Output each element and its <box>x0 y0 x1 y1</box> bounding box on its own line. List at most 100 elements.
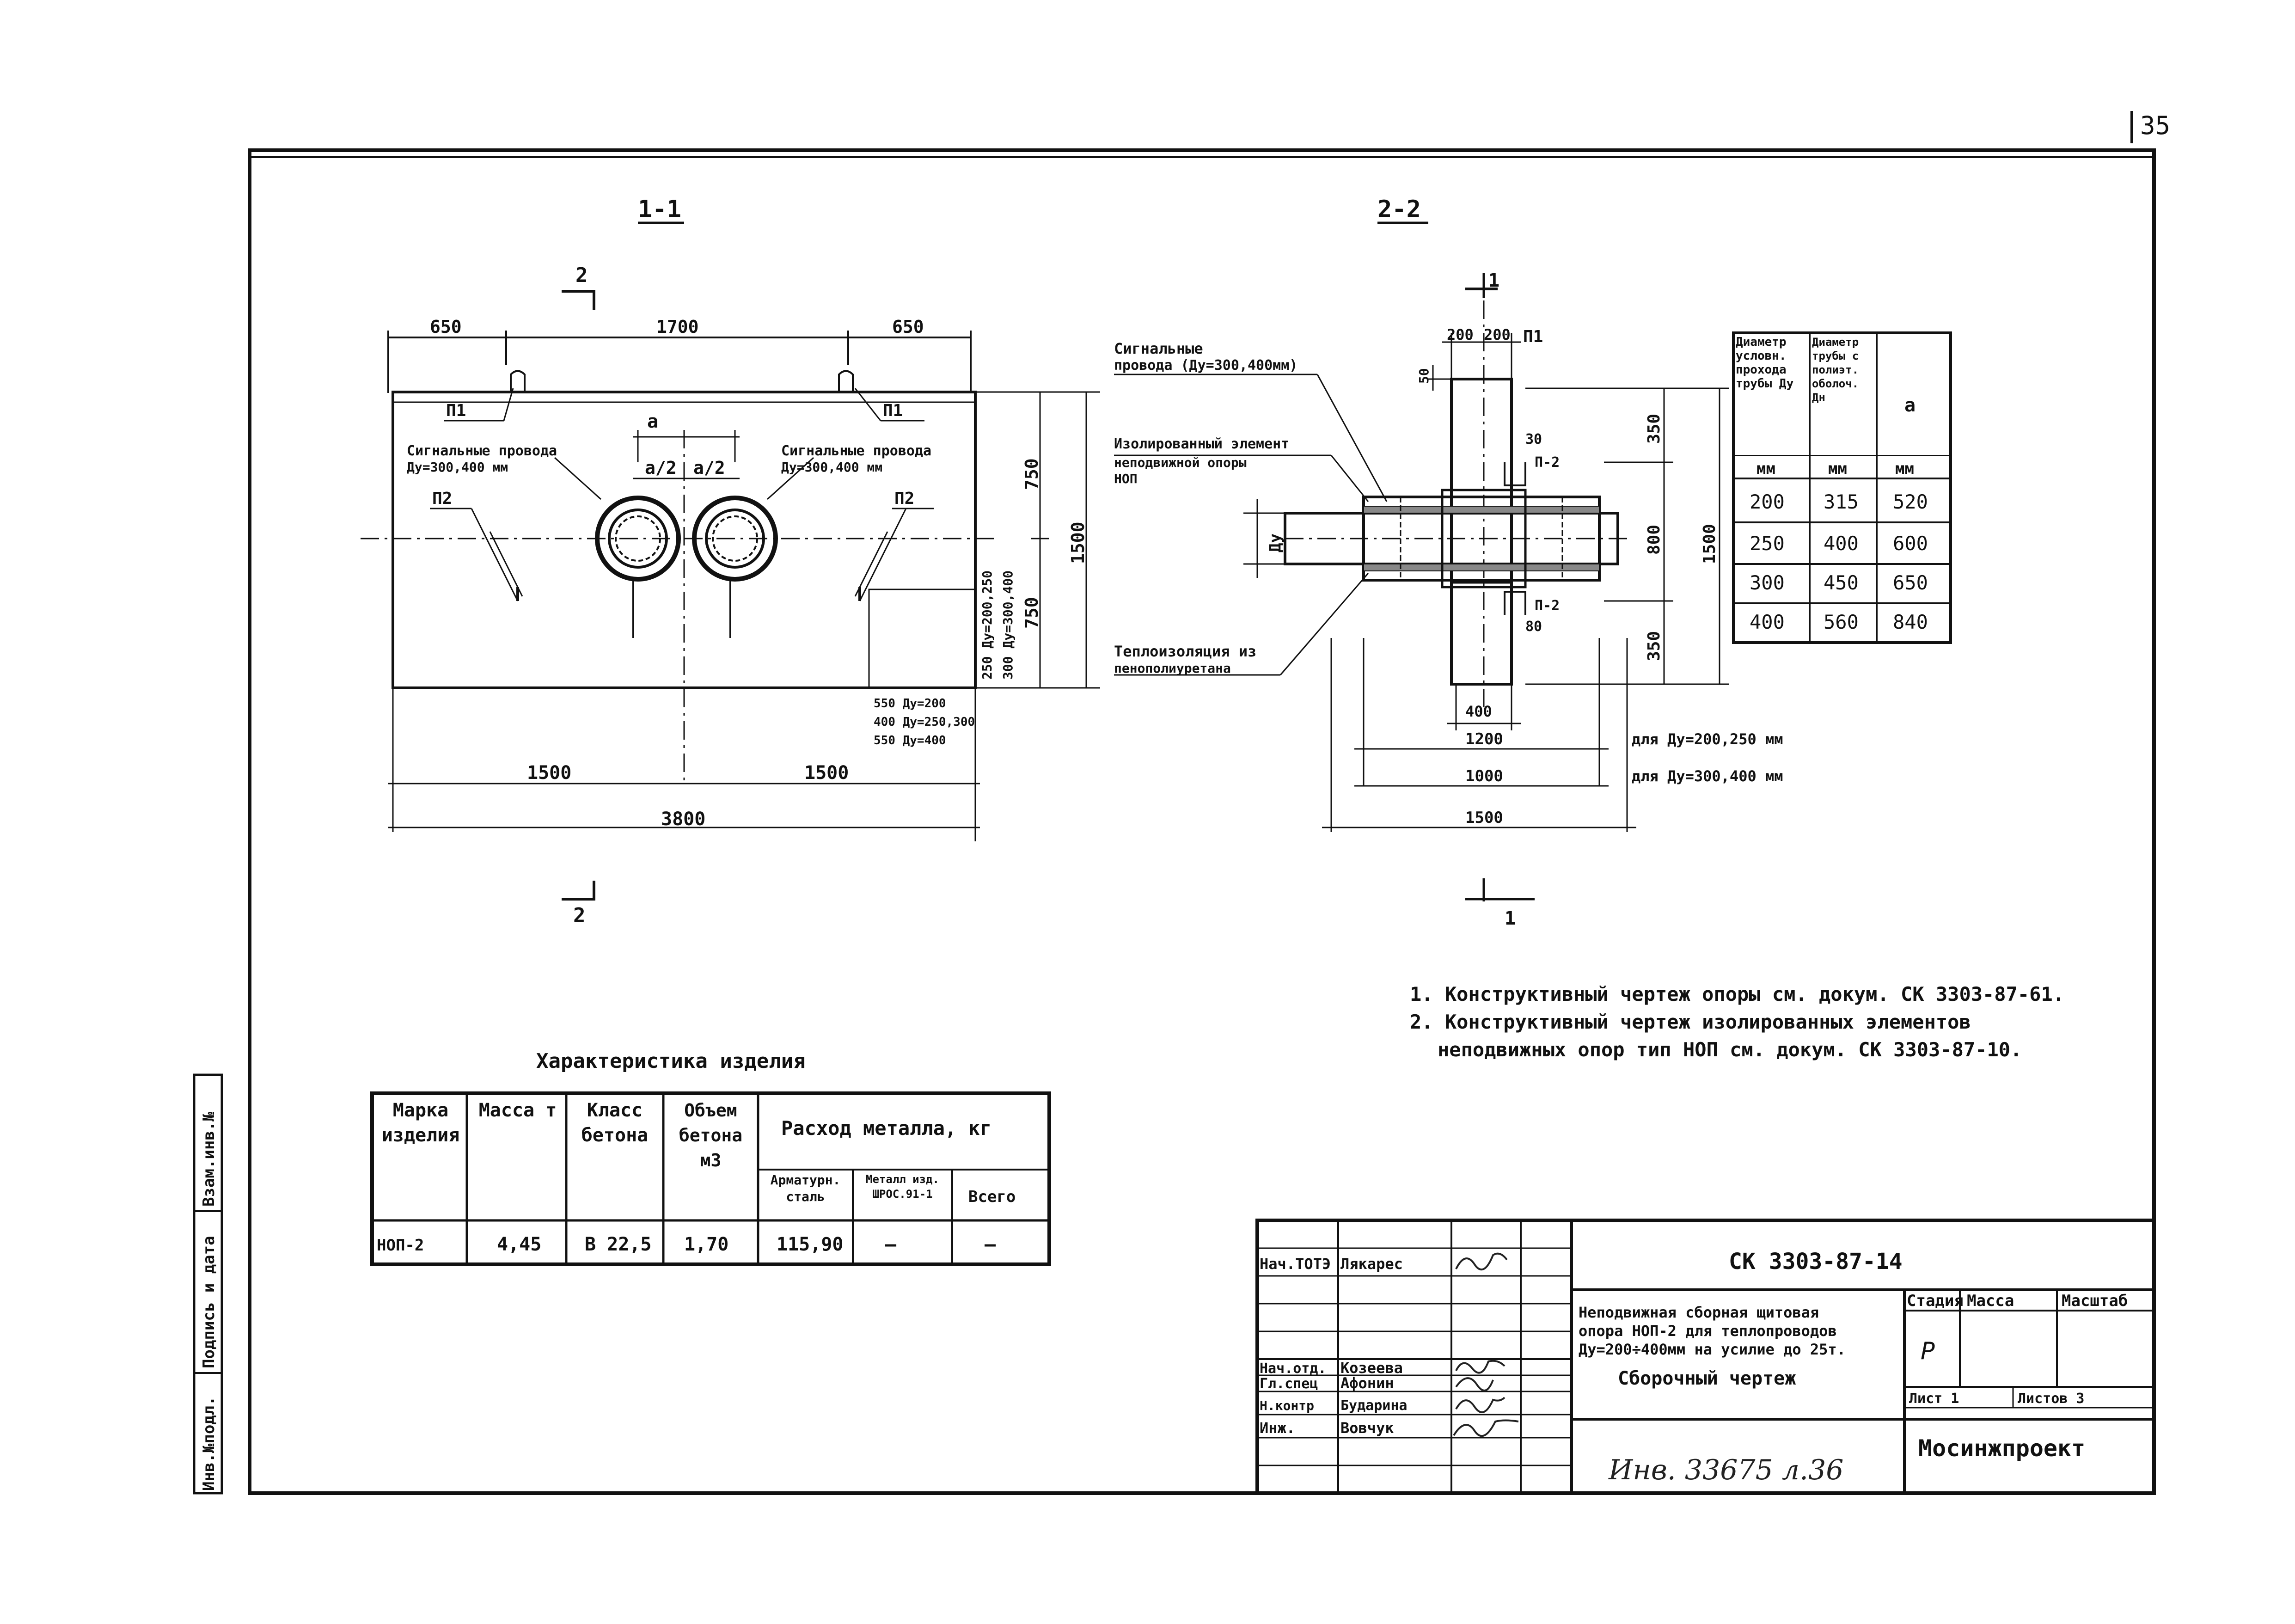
side-dim-2: 300 Ду=300,400 <box>1000 570 1016 680</box>
dim-1500-h: 1500 <box>1465 809 1503 827</box>
dim-350-top: 350 <box>1645 414 1664 444</box>
callout-element-2: неподвижной опоры <box>1114 455 1247 470</box>
sig-role: Гл.спец <box>1260 1376 1318 1392</box>
dim-800: 800 <box>1645 525 1664 555</box>
spec-header-metal: Расход металла, кг <box>781 1117 991 1140</box>
cut-mark-bottom: 2 <box>573 904 586 927</box>
spec-title: Характеристика изделия <box>536 1049 806 1073</box>
pipe-header-a: a <box>1904 395 1916 416</box>
dim-a: a <box>647 411 658 432</box>
desc-line-2: опора НОП-2 для теплопроводов <box>1579 1322 1837 1340</box>
pipe-cell: 300 <box>1750 571 1785 594</box>
sig-role: Нач.ТОТЭ <box>1260 1255 1331 1273</box>
dim-bottom-left: 1500 <box>527 762 571 784</box>
label-p1-left: П1 <box>446 401 466 420</box>
pipe-cell: 520 <box>1893 490 1928 513</box>
dim-80: 80 <box>1525 619 1542 635</box>
scale-header: Масштаб <box>2062 1292 2128 1310</box>
stamp-vzam: Взам.инв.№ <box>200 1112 218 1207</box>
label-p2-top: П-2 <box>1535 454 1560 471</box>
note-2: 2. Конструктивный чертеж изолированных э… <box>1410 1011 1971 1033</box>
sig-name: Козеева <box>1340 1359 1403 1377</box>
cut-mark-2-bottom: 1 <box>1505 908 1516 929</box>
spec-header-volume: Объем бетона м3 <box>679 1100 743 1171</box>
callout-wires-2: провода (Ду=300,400мм) <box>1114 357 1297 374</box>
small-dim-1: 550 Ду=200 <box>874 697 946 711</box>
dim-50: 50 <box>1416 368 1432 384</box>
spec-cell-mass: 4,45 <box>497 1234 541 1255</box>
drawing-type: Сборочный чертеж <box>1618 1368 1796 1389</box>
dim-top-left: 650 <box>430 317 462 337</box>
sheet-label: Лист 1 <box>1909 1391 1959 1407</box>
dim-top-right: 650 <box>892 317 924 337</box>
callout-element-1: Изолированный элемент <box>1114 436 1289 452</box>
sig-role: Н.контр <box>1260 1398 1314 1413</box>
section-2-2-title: 2-2 <box>1377 196 1421 223</box>
sig-name: Бударина <box>1340 1397 1408 1414</box>
mass-header: Масса <box>1967 1292 2014 1310</box>
callout-wires-1: Сигнальные <box>1114 340 1203 357</box>
unit-a: мм <box>1895 460 1914 478</box>
dim-right-750-top: 750 <box>1022 458 1042 490</box>
dim-right-1500: 1500 <box>1068 521 1088 564</box>
stage-value: Р <box>1921 1337 1935 1365</box>
organization: Мосинжпроект <box>1918 1435 2085 1462</box>
note-1: 1. Конструктивный чертеж опоры см. докум… <box>1410 983 2064 1005</box>
label-p2-right: П2 <box>894 489 914 508</box>
pipe-cell: 200 <box>1750 490 1785 513</box>
spec-header-mass: Масса т <box>478 1100 557 1121</box>
dim-350-bottom: 350 <box>1645 631 1664 661</box>
stamp-inv-podl: Инв.№подл. <box>200 1396 218 1491</box>
label-p1-2: П1 <box>1523 327 1543 346</box>
pipe-cell: 400 <box>1750 611 1785 633</box>
title-block: СК 3303-87-14 Неподвижная сборная щитова… <box>1255 1219 2156 1495</box>
sig-name: Лякарес <box>1340 1255 1403 1273</box>
wires-right-1: Сигнальные провода <box>781 443 931 459</box>
unit-dn: мм <box>1828 460 1847 478</box>
inventory-number: Инв. 33675 л.36 <box>1608 1454 1843 1486</box>
notes: 1. Конструктивный чертеж опоры см. докум… <box>1410 983 2064 1061</box>
section-1-1-title: 1-1 <box>638 196 681 223</box>
dim-1000: 1000 <box>1465 767 1503 785</box>
sig-role: Инж. <box>1260 1419 1295 1437</box>
unit-du: мм <box>1756 460 1775 478</box>
sheets-label: Листов 3 <box>2018 1391 2085 1407</box>
dim-a2-right: a/2 <box>693 458 725 478</box>
section-1-1: 1-1 2 650 1700 650 a a/2 <box>361 196 1100 927</box>
pipe-cell: 250 <box>1750 532 1785 555</box>
label-du: Ду <box>1266 533 1285 552</box>
pipe-table: Диаметр условн. прохода трубы Ду Диаметр… <box>1732 331 1952 644</box>
small-dim-2: 400 Ду=250,300 <box>874 715 975 729</box>
pipe-cell: 450 <box>1824 571 1859 594</box>
pipe-header-dn: Диаметр трубы с полиэт. оболоч. Дн <box>1812 336 1859 404</box>
label-p2-left: П2 <box>432 489 452 508</box>
dim-bottom-total: 3800 <box>661 809 705 830</box>
dim-1500-v: 1500 <box>1700 524 1719 564</box>
callout-insulation-2: пенополиуретана <box>1114 661 1231 676</box>
pipe-cell: 840 <box>1893 611 1928 633</box>
spec-cell-class: В 22,5 <box>585 1234 652 1255</box>
small-dim-3: 550 Ду=400 <box>874 734 946 748</box>
pipe-cell: 600 <box>1893 532 1928 555</box>
note-1000: для Ду=300,400 мм <box>1632 767 1783 785</box>
sheet-frame <box>248 148 2156 1495</box>
spec-sub-rebar: Арматурн. сталь <box>770 1172 841 1204</box>
callout-insulation-1: Теплоизоляция из <box>1114 643 1256 660</box>
side-dim-1: 250 Ду=200,250 <box>979 570 995 680</box>
section-2-2: 2-2 1 200 200 П1 50 30 П-2 П-2 80 <box>1114 196 1783 929</box>
wires-left-1: Сигнальные провода <box>407 443 557 459</box>
page-number: 35 <box>2140 111 2170 140</box>
note-1200: для Ду=200,250 мм <box>1632 730 1783 748</box>
spec-cell-mark: НОП-2 <box>377 1236 424 1255</box>
pipe-cell: 650 <box>1893 571 1928 594</box>
dim-a2-left: a/2 <box>645 458 677 478</box>
spec-header-class: Класс бетона <box>581 1100 649 1146</box>
spec-cell-total: — <box>985 1234 996 1255</box>
label-p2-bottom: П-2 <box>1535 598 1560 614</box>
cut-mark-top: 2 <box>575 264 588 287</box>
dim-30: 30 <box>1525 431 1542 447</box>
stage-header: Стадия <box>1907 1292 1964 1310</box>
spec-table: Характеристика изделия Марка изделия Мас… <box>370 1049 1051 1266</box>
spec-cell-volume: 1,70 <box>684 1234 728 1255</box>
